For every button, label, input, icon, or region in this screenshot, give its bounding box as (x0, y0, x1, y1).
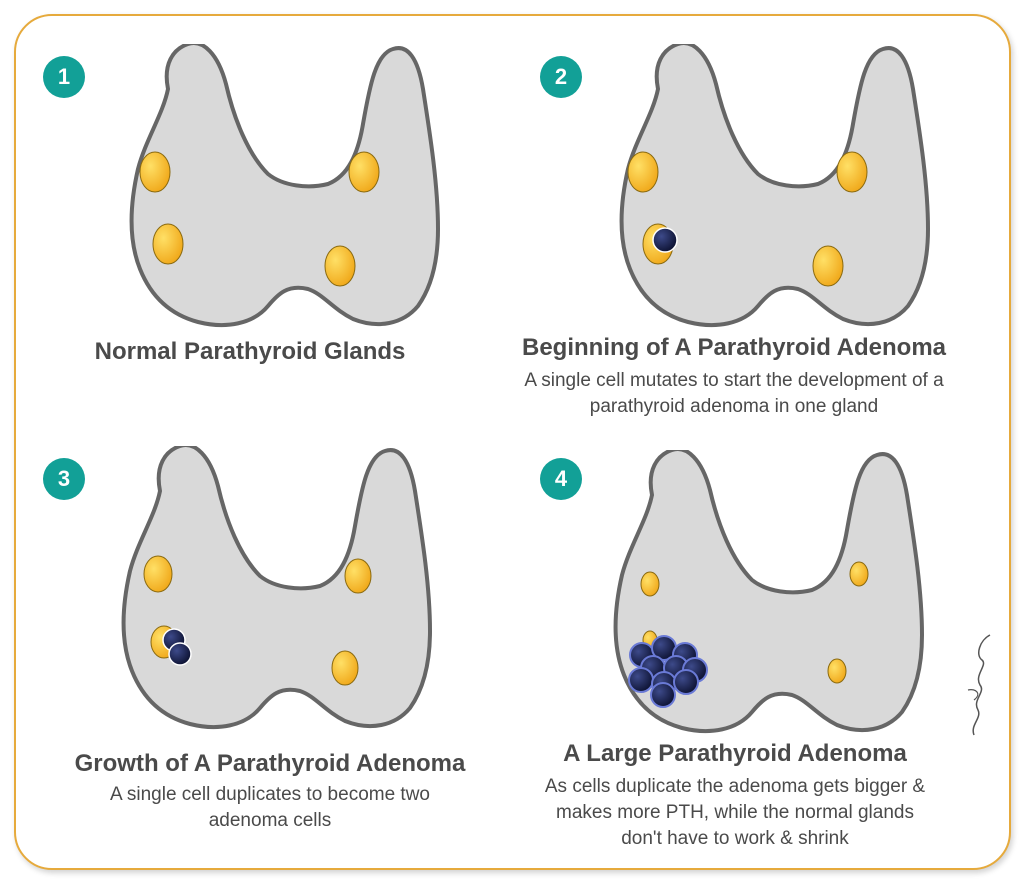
parathyroid-gland (153, 224, 183, 264)
description-line: A single cell mutates to start the devel… (474, 368, 994, 394)
panel-description-3: A single cell duplicates to become two a… (40, 782, 500, 834)
step-number-badge-4: 4 (540, 458, 582, 500)
adenoma-cell (169, 643, 191, 665)
step-number-badge-2: 2 (540, 56, 582, 98)
description-line: parathyroid adenoma in one gland (474, 394, 994, 420)
panel-description-2: A single cell mutates to start the devel… (474, 368, 994, 420)
adenoma-cell (629, 668, 653, 692)
step-number-badge-3: 3 (43, 458, 85, 500)
parathyroid-gland (140, 152, 170, 192)
panel-title-4: A Large Parathyroid Adenoma (500, 740, 970, 768)
step-number-badge-1: 1 (43, 56, 85, 98)
parathyroid-gland (828, 659, 846, 683)
description-line: makes more PTH, while the normal glands (490, 800, 980, 826)
adenoma-cell (674, 670, 698, 694)
parathyroid-gland (850, 562, 868, 586)
thyroid-normal (108, 44, 448, 334)
parathyroid-gland (332, 651, 358, 685)
adenoma-cell (651, 683, 675, 707)
parathyroid-gland (144, 556, 172, 592)
panel-title-1: Normal Parathyroid Glands (40, 338, 460, 366)
parathyroid-gland (345, 559, 371, 593)
parathyroid-gland (628, 152, 658, 192)
thyroid-large-adenoma (592, 450, 932, 740)
description-line: don't have to work & shrink (490, 826, 980, 852)
panel-description-4: As cells duplicate the adenoma gets bigg… (490, 774, 980, 852)
parathyroid-gland (349, 152, 379, 192)
artist-signature-icon (960, 630, 1000, 740)
parathyroid-gland (325, 246, 355, 286)
parathyroid-gland (641, 572, 659, 596)
thyroid-growing-adenoma (100, 446, 440, 736)
panel-title-3: Growth of A Parathyroid Adenoma (40, 750, 500, 778)
adenoma-cell (653, 228, 677, 252)
panel-title-2: Beginning of A Parathyroid Adenoma (484, 334, 984, 362)
thyroid-early-adenoma (598, 44, 938, 334)
description-line: A single cell duplicates to become two (40, 782, 500, 808)
description-line: adenoma cells (40, 808, 500, 834)
parathyroid-gland (837, 152, 867, 192)
description-line: As cells duplicate the adenoma gets bigg… (490, 774, 980, 800)
parathyroid-gland (813, 246, 843, 286)
